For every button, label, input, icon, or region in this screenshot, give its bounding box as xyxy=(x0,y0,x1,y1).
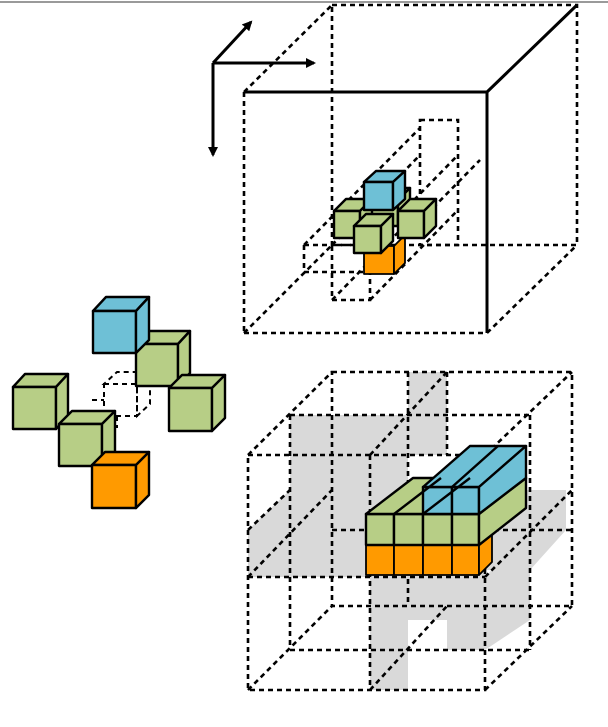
lower-box-edge-br xyxy=(484,605,573,691)
div-diag-3 xyxy=(484,489,573,578)
column-edge-c xyxy=(331,209,421,301)
axes-icon xyxy=(208,20,316,157)
upper-box-edge-bl xyxy=(243,244,333,334)
upper-box-edge-br xyxy=(486,244,578,334)
lower-box-back-face xyxy=(330,370,574,608)
div-mid-h2 xyxy=(247,489,291,531)
top-blue-cube xyxy=(91,295,151,355)
upper-green-right-cube xyxy=(396,197,438,240)
slab-line-5 xyxy=(303,127,421,246)
gray-vertical-plane-back xyxy=(408,372,447,455)
axis-up-right-arrow xyxy=(211,20,253,65)
upper-green-front-cube xyxy=(352,212,395,255)
upper-domain-box xyxy=(242,3,579,335)
lower-blocked-slab xyxy=(364,444,528,576)
right-green-cube xyxy=(167,373,227,433)
div-diag-2 xyxy=(369,605,448,691)
div-diag-1 xyxy=(369,371,448,456)
slab-depth-line-1 xyxy=(393,477,442,515)
column-back-face xyxy=(418,118,460,247)
lower-box-front-face xyxy=(246,453,487,692)
slab-blue-row xyxy=(421,444,528,516)
upper-stencil-cluster xyxy=(332,169,438,275)
bottom-orange-cube xyxy=(90,450,151,510)
left-green-cube xyxy=(11,372,70,431)
slab-depth-line-2 xyxy=(422,477,471,515)
gray-plane-right xyxy=(485,530,530,650)
upper-box-edge-tl xyxy=(243,4,333,93)
div-diag-4 xyxy=(247,489,333,578)
left-stencil-exploded xyxy=(11,295,227,510)
lower-box-edge-tr xyxy=(484,371,573,456)
upper-box-edge-tr xyxy=(485,3,579,94)
lower-box-edge-bl xyxy=(247,605,333,691)
upper-blue-cube xyxy=(362,169,407,212)
gray-vertical-plane-lower xyxy=(408,577,485,650)
lower-box-edge-tl xyxy=(247,371,333,456)
slab-line-4 xyxy=(369,159,481,273)
column-edge-d xyxy=(369,209,459,301)
